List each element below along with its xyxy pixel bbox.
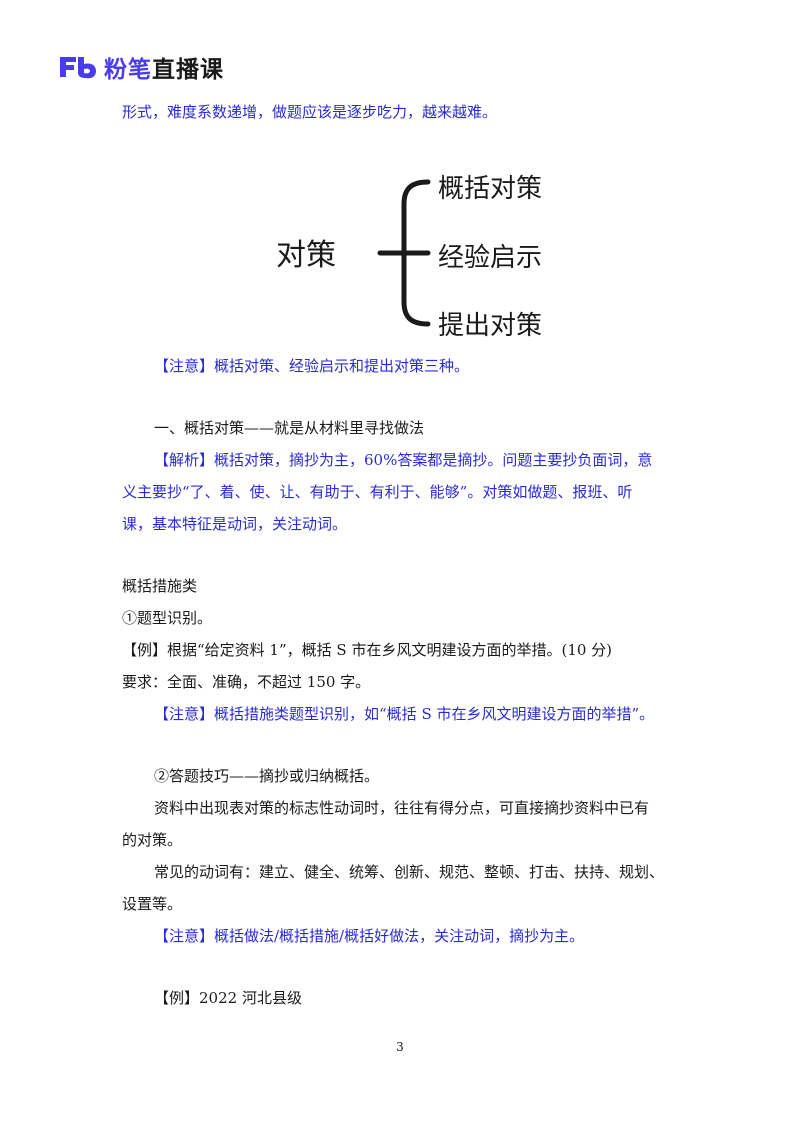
text-line: 的对策。 — [122, 831, 183, 849]
analysis-line: 义主要抄“了、着、使、让、有助于、有利于、能够”。对策如做题、报班、听 — [122, 483, 633, 501]
analysis-line: 课，基本特征是动词，关注动词。 — [122, 515, 348, 533]
example-line: 【例】2022 河北县级 — [154, 989, 302, 1007]
text-line: ②答题技巧——摘抄或归纳概括。 — [154, 767, 380, 785]
logo-wordmark: 粉笔直播课 — [104, 50, 224, 84]
example-line: 【例】根据“给定资料 1”，概括 S 市在乡风文明建设方面的举措。(10 分) — [122, 641, 613, 659]
diagram-root: 对策 — [276, 238, 336, 273]
text-line: 设置等。 — [122, 895, 183, 913]
note-line: 【注意】概括措施类题型识别，如“概括 S 市在乡风文明建设方面的举措”。 — [154, 705, 655, 723]
fenbi-logo-icon — [60, 57, 96, 79]
note-line: 【注意】概括做法/概括措施/概括好做法，关注动词，摘抄为主。 — [154, 927, 585, 945]
analysis-line: 【解析】概括对策，摘抄为主，60%答案都是摘抄。问题主要抄负面词，意 — [154, 451, 653, 469]
text-line: 常见的动词有：建立、健全、统筹、创新、规范、整顿、打击、扶持、规划、 — [154, 863, 665, 881]
page-number: 3 — [396, 1040, 404, 1054]
text-line: 要求：全面、准确，不超过 150 字。 — [122, 673, 371, 691]
text-line: 资料中出现表对策的标志性动词时，往往有得分点，可直接摘抄资料中已有 — [154, 799, 650, 817]
logo-brand: 粉笔 — [104, 57, 152, 83]
text-line: ①题型识别。 — [122, 609, 213, 627]
subsection-heading: 概括措施类 — [122, 577, 198, 595]
section-heading: 一、概括对策——就是从材料里寻找做法 — [154, 419, 425, 437]
diagram-branch: 经验启示 — [438, 243, 543, 273]
text-line: 形式，难度系数递增，做题应该是逐步吃力，越来越难。 — [122, 103, 498, 121]
diagram-branch: 概括对策 — [438, 174, 543, 204]
brace-lines — [377, 179, 431, 327]
diagram-branch: 提出对策 — [438, 311, 543, 341]
note-line: 【注意】概括对策、经验启示和提出对策三种。 — [154, 357, 470, 375]
header-logo: 粉笔直播课 — [56, 50, 224, 84]
logo-product: 直播课 — [152, 57, 224, 83]
strategy-diagram: 对策 概括对策 经验启示 提出对策 — [270, 160, 570, 341]
